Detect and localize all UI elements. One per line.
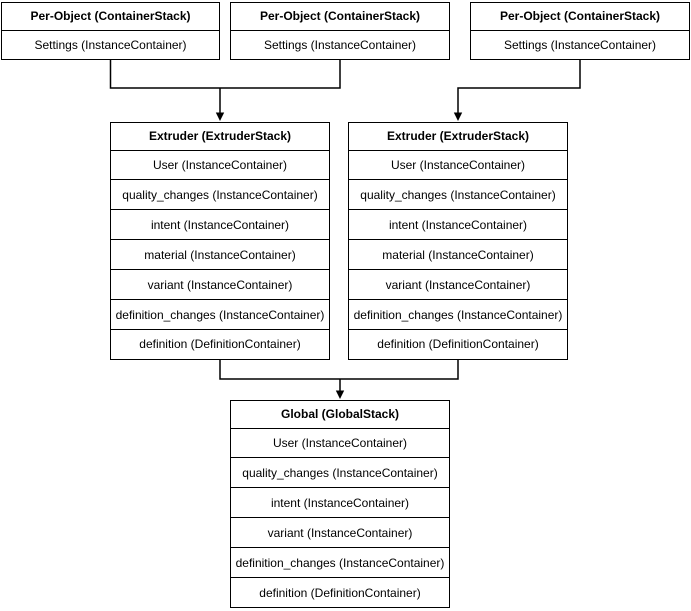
connector-extruders-to-global bbox=[219, 360, 459, 399]
stack-row-settings: Settings (InstanceContainer) bbox=[471, 29, 689, 60]
node-extruder-stack-2: Extruder (ExtruderStack) User (InstanceC… bbox=[348, 122, 568, 360]
node-title: Extruder (ExtruderStack) bbox=[386, 129, 530, 144]
stack-row-definition-changes: definition_changes (InstanceContainer) bbox=[231, 547, 449, 577]
node-title: Global (GlobalStack) bbox=[280, 407, 400, 422]
connector-perobjects-to-extruder-1 bbox=[109, 60, 341, 121]
stack-row-intent: intent (InstanceContainer) bbox=[349, 209, 567, 239]
stack-row-definition-changes: definition_changes (InstanceContainer) bbox=[349, 299, 567, 329]
node-extruder-stack-1: Extruder (ExtruderStack) User (InstanceC… bbox=[110, 122, 330, 360]
node-per-object-stack-3: Per-Object (ContainerStack) Settings (In… bbox=[470, 2, 690, 60]
stack-row-definition: definition (DefinitionContainer) bbox=[111, 329, 329, 359]
node-title: Per-Object (ContainerStack) bbox=[30, 9, 191, 24]
stack-row-variant: variant (InstanceContainer) bbox=[231, 517, 449, 547]
stack-row-user: User (InstanceContainer) bbox=[349, 149, 567, 180]
stack-row-settings: Settings (InstanceContainer) bbox=[231, 29, 449, 60]
node-title: Per-Object (ContainerStack) bbox=[499, 9, 661, 24]
stack-row-material: material (InstanceContainer) bbox=[349, 239, 567, 269]
connector-perobject-to-extruder-2 bbox=[453, 60, 581, 121]
node-per-object-stack-2: Per-Object (ContainerStack) Settings (In… bbox=[230, 2, 450, 60]
stack-row-user: User (InstanceContainer) bbox=[111, 149, 329, 180]
stack-row-settings: Settings (InstanceContainer) bbox=[2, 29, 219, 60]
node-global-stack: Global (GlobalStack) User (InstanceConta… bbox=[230, 400, 450, 608]
stack-row-variant: variant (InstanceContainer) bbox=[111, 269, 329, 299]
stack-row-material: material (InstanceContainer) bbox=[111, 239, 329, 269]
stack-row-quality-changes: quality_changes (InstanceContainer) bbox=[231, 457, 449, 487]
stack-row-variant: variant (InstanceContainer) bbox=[349, 269, 567, 299]
stack-row-definition: definition (DefinitionContainer) bbox=[349, 329, 567, 359]
stack-row-quality-changes: quality_changes (InstanceContainer) bbox=[111, 179, 329, 209]
stack-row-user: User (InstanceContainer) bbox=[231, 427, 449, 458]
node-per-object-stack-1: Per-Object (ContainerStack) Settings (In… bbox=[1, 2, 220, 60]
node-title: Extruder (ExtruderStack) bbox=[148, 129, 292, 144]
stack-row-intent: intent (InstanceContainer) bbox=[111, 209, 329, 239]
stack-row-definition: definition (DefinitionContainer) bbox=[231, 577, 449, 607]
stack-row-definition-changes: definition_changes (InstanceContainer) bbox=[111, 299, 329, 329]
stack-row-quality-changes: quality_changes (InstanceContainer) bbox=[349, 179, 567, 209]
stack-row-intent: intent (InstanceContainer) bbox=[231, 487, 449, 517]
node-title: Per-Object (ContainerStack) bbox=[259, 9, 421, 24]
